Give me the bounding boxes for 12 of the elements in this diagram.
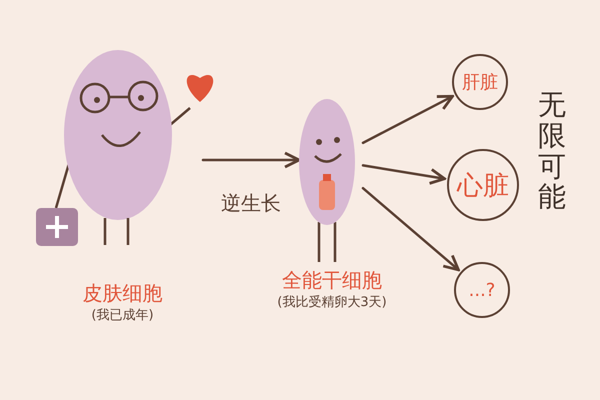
arrow (362, 94, 454, 144)
arrow (202, 152, 300, 168)
arrow (362, 186, 460, 272)
vertical-caption: 无限可能 (538, 90, 566, 214)
organ-circle: 肝脏 (452, 54, 508, 110)
arrow (362, 164, 446, 185)
organ-circle: 心脏 (447, 149, 519, 221)
organ-circle: ...? (454, 262, 510, 318)
cell-note: (我已成年) (91, 307, 154, 325)
cell-name: 皮肤细胞 (82, 280, 162, 306)
cell-note: (我比受精卵大3天) (277, 294, 387, 312)
cell-name: 全能干细胞 (282, 267, 382, 293)
